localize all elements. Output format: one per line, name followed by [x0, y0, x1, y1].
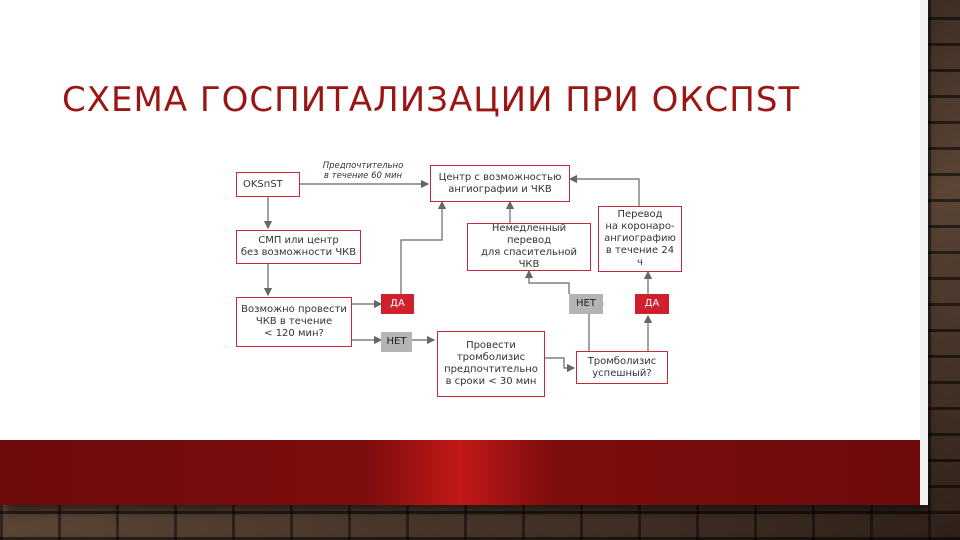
node-transfer-angio: Перевод на коронаро- ангиографию в течен…: [598, 206, 682, 272]
arrow-thrombolysis-to-success: [545, 357, 576, 373]
node-thrombolysis: Провести тромболизис предпочтительно в с…: [437, 331, 545, 397]
slide-title: СХЕМА ГОСПИТАЛИЗАЦИИ ПРИ ОКСПST: [62, 80, 801, 120]
node-thrombolysis-success: Тромболизис успешный?: [576, 351, 668, 384]
node-smp: СМП или центр без возможности ЧКВ: [236, 230, 361, 264]
label-yes-thrombolysis: ДА: [635, 294, 669, 314]
arrow-yes-to-center: [400, 200, 447, 294]
label-no-pci: НЕТ: [381, 332, 412, 352]
node-center-pci: Центр с возможностью ангиографии и ЧКВ: [430, 165, 570, 202]
slide-edge: [920, 0, 928, 505]
node-possible-pci: Возможно провести ЧКВ в течение < 120 ми…: [236, 297, 352, 347]
slide: СХЕМА ГОСПИТАЛИЗАЦИИ ПРИ ОКСПST: [0, 0, 920, 505]
arrow-no-to-immediate: [524, 269, 570, 294]
note-preferred-time: Предпочтительно в течение 60 мин: [322, 161, 404, 181]
arrow-transfer-to-center: [568, 174, 640, 206]
footer-band: [0, 440, 920, 505]
flow-arrows: [263, 174, 653, 373]
node-immediate-transfer: Немедленный перевод для спасительной ЧКВ: [467, 223, 591, 271]
label-no-thrombolysis: НЕТ: [569, 294, 603, 314]
node-okspst: OKSпST: [236, 172, 300, 197]
label-yes-pci: ДА: [381, 294, 414, 314]
